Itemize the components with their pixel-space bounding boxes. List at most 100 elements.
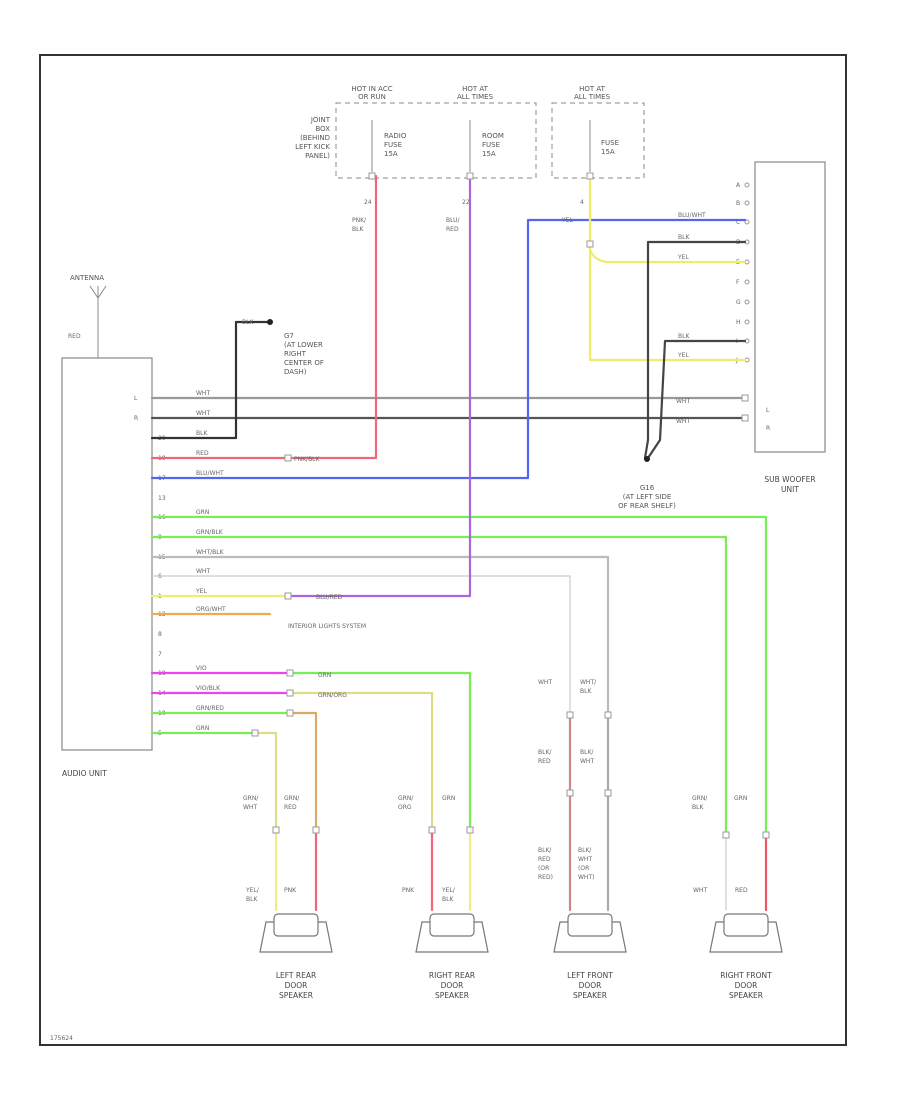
sw-wire-2: YEL <box>677 254 689 261</box>
audio-pin-12: 8 <box>158 631 162 638</box>
lf-top-1: WHT/BLK <box>580 679 597 695</box>
antenna-label: ANTENNA <box>70 274 104 282</box>
label-interior: INTERIOR LIGHTS SYSTEM <box>288 623 366 630</box>
audio-wire-1: WHT <box>196 410 210 417</box>
audio-unit-label: AUDIO UNIT <box>62 769 107 778</box>
rr-top-0: GRN/ORG <box>398 795 414 811</box>
wire-grn-lr2 <box>253 731 278 832</box>
connector-mark <box>604 789 612 797</box>
connector-mark <box>286 709 294 717</box>
connector-mark <box>586 240 594 248</box>
audio-wire-8: WHT/BLK <box>196 549 225 556</box>
sw-wire-1: BLK <box>678 234 690 241</box>
sw-pin-mark <box>744 200 750 206</box>
sw-in-pin-l: L <box>766 407 770 414</box>
outer-frame <box>39 54 847 1046</box>
lf-mid-1: BLK/WHT <box>580 749 594 765</box>
audio-wire-2: BLK <box>196 430 208 437</box>
connector-mark <box>604 711 612 719</box>
speaker-3 <box>709 913 783 953</box>
audio-wire-10: YEL <box>195 588 207 595</box>
wire-blk-sw2 <box>646 339 747 460</box>
connector-mark <box>741 394 749 402</box>
connector-mark <box>284 454 292 462</box>
sw-pin-1: B <box>736 200 740 207</box>
sw-pin-5: F <box>736 279 740 286</box>
rf-bot-1: RED <box>735 887 748 894</box>
label-blured: BLU/RED <box>316 594 343 601</box>
wire-whtblk-lf <box>150 555 610 717</box>
sw-pin-6: G <box>736 299 741 306</box>
audio-wire-14: VIO <box>196 665 207 672</box>
audio-pin-0: L <box>134 395 138 402</box>
fuse-1-pin: 24 <box>364 199 372 206</box>
wire-red <box>150 174 378 460</box>
connector-mark <box>284 592 292 600</box>
audio-wire-0: WHT <box>196 390 210 397</box>
antenna: ANTENNA RED <box>68 274 107 358</box>
antenna-wire-label: RED <box>68 333 81 340</box>
connector-mark <box>466 826 474 834</box>
connector-mark <box>586 172 594 180</box>
connector-mark <box>312 826 320 834</box>
rr-bot-1: YEL/BLK <box>441 887 456 903</box>
connector-mark <box>466 172 474 180</box>
audio-pin-13: 7 <box>158 651 162 658</box>
connector-mark <box>286 669 294 677</box>
wire-grnblk-rf <box>150 535 728 837</box>
wire-grnred-lr2 <box>288 711 318 832</box>
diagram-code: 175624 <box>50 1035 73 1042</box>
sw-yel-top: YEL <box>561 217 573 224</box>
wire-bluwht <box>150 218 747 480</box>
connector-mark <box>762 831 770 839</box>
fuse-2-wire: BLU/RED <box>446 217 461 233</box>
wire-wht-lf <box>152 575 571 715</box>
connector-mark <box>251 729 259 737</box>
speaker-0 <box>259 913 333 953</box>
ground-top-wire: BLK <box>242 319 254 326</box>
audio-wire-3: RED <box>196 450 209 457</box>
audio-unit-box <box>61 357 153 751</box>
wire-gnd <box>150 320 272 440</box>
audio-wire-4: BLU/WHT <box>196 470 224 477</box>
audio-wire-7: GRN/BLK <box>196 529 224 536</box>
fuse-1-wire: PNK/BLK <box>352 217 367 233</box>
audio-wire-9: WHT <box>196 568 210 575</box>
sw-pin-mark <box>744 182 750 188</box>
sw-in-wire-l: WHT <box>676 398 690 405</box>
connector-mark <box>566 789 574 797</box>
lr-bot-0: YEL/BLK <box>245 887 260 903</box>
audio-wire-15: VIO/BLK <box>196 685 221 692</box>
connector-mark <box>286 689 294 697</box>
fuse-2-pin: 22 <box>462 199 470 206</box>
sw-pin-2: C <box>736 219 740 226</box>
sw-in-pin-r: R <box>766 425 770 432</box>
sw-pin-7: H <box>736 319 741 326</box>
lf-top-0: WHT <box>538 679 552 686</box>
lf-mid-0: BLK/RED <box>538 749 552 765</box>
audio-wire-6: GRN <box>196 509 209 516</box>
rf-top-1: GRN <box>734 795 747 802</box>
wires <box>150 174 768 912</box>
rr-top-1: GRN <box>442 795 455 802</box>
connector-mark <box>272 826 280 834</box>
wire-yel-sw2 <box>588 248 747 362</box>
connector-mark <box>741 414 749 422</box>
sw-wire-3: BLK <box>678 333 690 340</box>
lr-top-1: GRN/RED <box>284 795 300 811</box>
